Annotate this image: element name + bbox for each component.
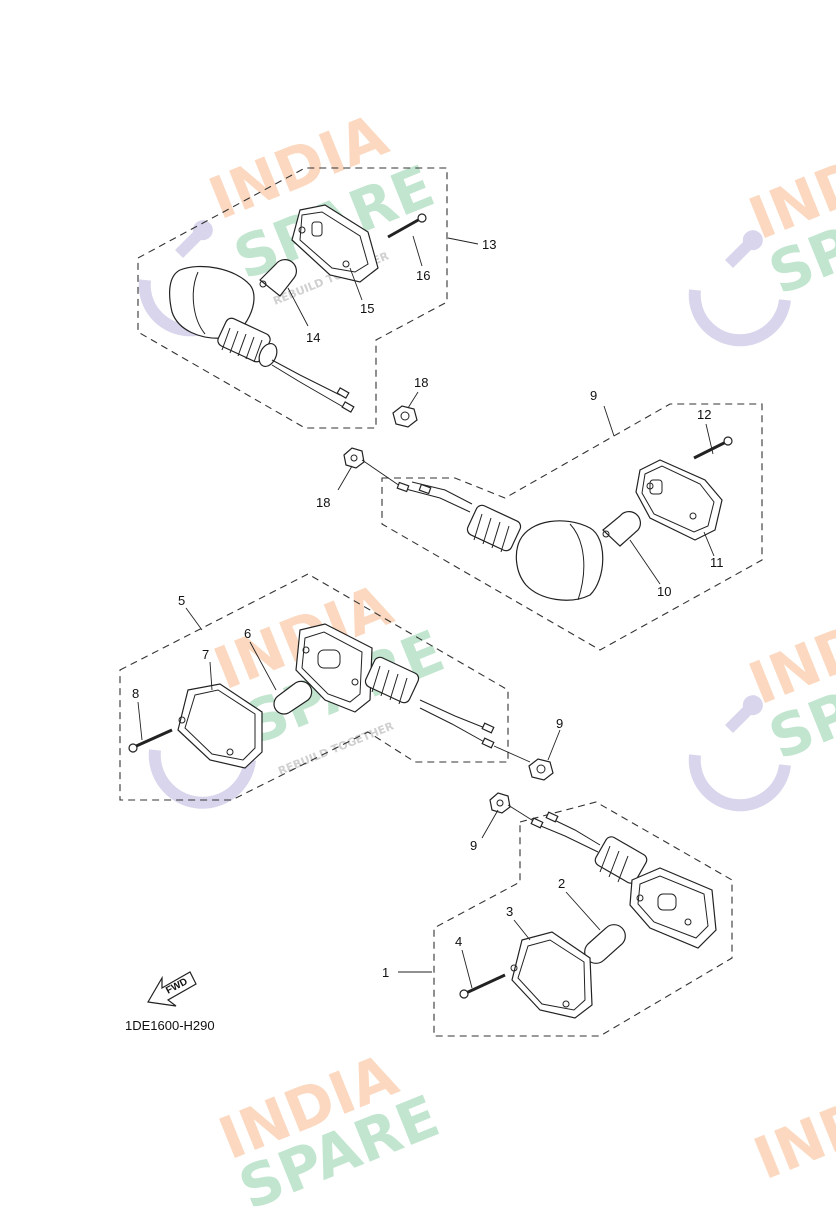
assembly-14-outline (137, 167, 448, 429)
screw-8 (128, 728, 173, 753)
callout-16: 15 (360, 301, 374, 316)
assembly-5-outline (119, 573, 509, 801)
lens-cover-16 (291, 204, 379, 283)
lens-cover-7 (177, 683, 263, 769)
callout-13: 12 (697, 407, 711, 422)
callout-3: 3 (506, 904, 513, 919)
lens-cover-12 (635, 459, 723, 541)
callout-5: 5 (178, 593, 185, 608)
callout-9-mid: 9 (556, 716, 563, 731)
callout-14: 13 (482, 237, 496, 252)
signal-housing-10 (396, 481, 604, 601)
bulb-2 (584, 924, 626, 964)
signal-housing-1 (530, 811, 717, 949)
callout-11: 10 (657, 584, 671, 599)
callout-15: 14 (306, 330, 320, 345)
lens-cover-3 (510, 931, 593, 1019)
callout-12: 11 (710, 555, 724, 570)
assembly-10-outline (381, 403, 763, 651)
assembly-1-outline (433, 801, 733, 1037)
callout-10: 9 (590, 388, 597, 403)
washer-18-mid (343, 447, 365, 469)
fwd-arrow-icon: FWD (147, 971, 197, 1007)
callout-7: 7 (202, 647, 209, 662)
washer-9-bottom (489, 792, 511, 814)
callout-6: 6 (244, 626, 251, 641)
nut-9-mid (528, 758, 554, 781)
signal-housing-5 (364, 656, 495, 749)
signal-housing-14 (169, 265, 355, 413)
base-plate-5 (295, 623, 373, 713)
callout-2: 2 (558, 876, 565, 891)
bulb-15 (259, 259, 297, 297)
callout-1: 1 (382, 965, 389, 980)
screw-4 (459, 973, 506, 999)
watermark-logo: INDIA SPARE REBUILD TOGETHER INDIA SPARE… (138, 101, 836, 1209)
callout-18-mid: 18 (316, 495, 330, 510)
screw-17 (387, 213, 427, 239)
callout-8: 8 (132, 686, 139, 701)
callout-4: 4 (455, 934, 462, 949)
screw-13 (693, 436, 733, 460)
bulb-6 (273, 680, 313, 715)
watermark-india-text: INDIA (745, 1061, 836, 1193)
nut-18-top (392, 405, 418, 428)
callout-9-bottom: 9 (470, 838, 477, 853)
callout-18-top: 18 (414, 375, 428, 390)
bulb-11 (602, 511, 641, 547)
diagram-code: 1DE1600-H290 (125, 1018, 215, 1033)
callout-17: 16 (416, 268, 430, 283)
